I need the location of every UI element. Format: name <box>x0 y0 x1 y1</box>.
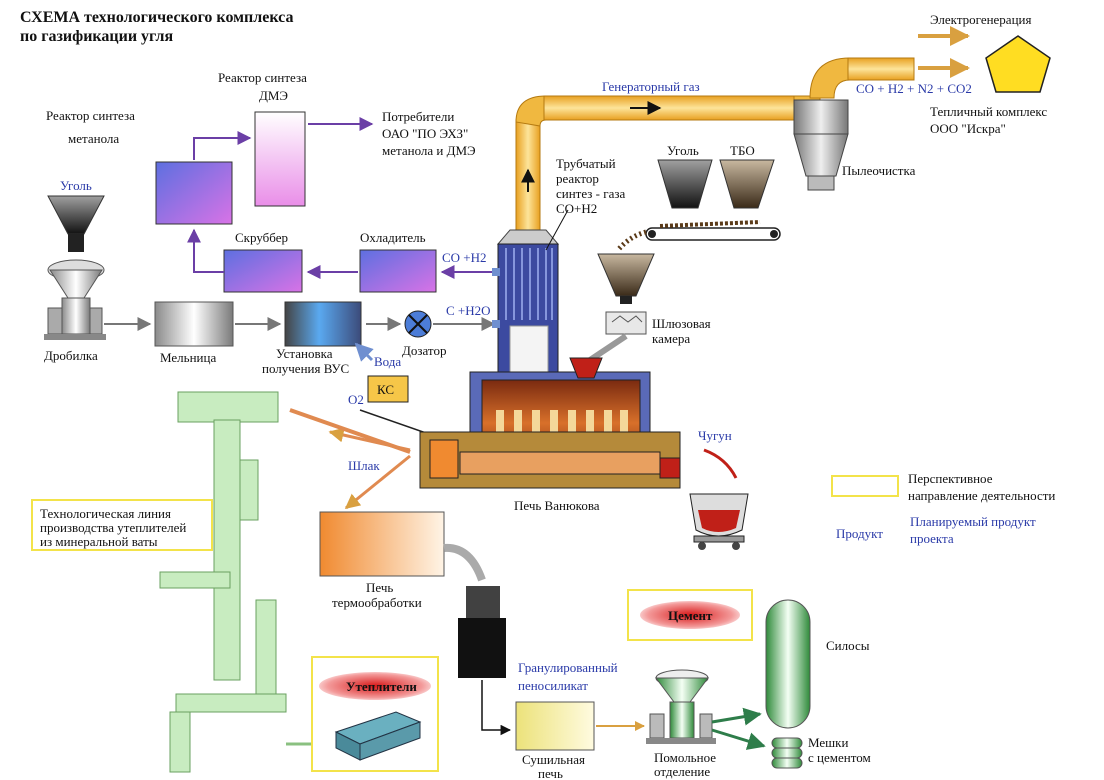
greenhouse-label-1: Тепличный комплекс <box>930 104 1047 119</box>
coal-left-label: Уголь <box>60 178 92 193</box>
insulation-badge <box>319 672 431 700</box>
legend-planned-1: Планируемый продукт <box>910 514 1036 529</box>
diagram-title-line1: СХЕМА технологического комплекса <box>20 9 293 26</box>
vus-label-2: получения ВУС <box>262 361 349 376</box>
power-gen-label: Электрогенерация <box>930 12 1031 27</box>
heat-treatment-furnace <box>319 511 445 577</box>
c-h2o-label: C +H2O <box>446 303 491 318</box>
granulated-pile <box>458 586 506 678</box>
silos <box>765 599 811 729</box>
vus-unit <box>284 301 362 347</box>
tube-reactor-label-2: реактор <box>556 171 599 186</box>
pig-iron-label: Чугун <box>698 428 732 443</box>
vanyukov-label: Печь Ванюкова <box>514 498 600 513</box>
drying-furnace <box>515 701 595 751</box>
dme-reactor <box>254 111 306 207</box>
mill-label: Мельница <box>160 350 216 365</box>
diagram-title-line2: по газификации угля <box>20 28 173 45</box>
granulated-label-1: Гранулированный <box>518 660 618 675</box>
scrubber <box>223 249 303 293</box>
legend-perspective-2: направление деятельности <box>908 488 1055 503</box>
heat-furnace-label-2: термообработки <box>332 595 422 610</box>
consumers-label-1: Потребители <box>382 109 454 124</box>
granulated-label-2: пеносиликат <box>518 678 588 693</box>
methanol-reactor-label-1: Реактор синтеза <box>46 108 135 123</box>
pig-iron-ladle <box>689 493 749 550</box>
cooler-label: Охладитель <box>360 230 426 245</box>
ks-box <box>367 375 409 403</box>
power-gen-pentagon <box>985 35 1051 93</box>
methanol-reactor <box>155 161 233 225</box>
scrubber-label: Скруббер <box>235 230 288 245</box>
tbo-label: ТБО <box>730 143 755 158</box>
vus-label-1: Установка <box>276 346 333 361</box>
tube-reactor <box>492 229 560 381</box>
tube-reactor-label-4: CO+H2 <box>556 201 597 216</box>
coal-hopper-left <box>47 195 105 252</box>
mineral-wool-label-3: из минеральной ваты <box>40 534 158 549</box>
tube-reactor-label-1: Трубчатый <box>556 156 616 171</box>
ks-label: КС <box>377 382 394 397</box>
cooler <box>359 249 437 293</box>
legend-perspective-swatch <box>831 475 899 497</box>
crusher <box>44 259 106 340</box>
mineral-wool-label-1: Технологическая линия <box>40 506 171 521</box>
o2-label: O2 <box>348 392 364 407</box>
cement-bags <box>771 737 803 769</box>
consumers-label-2: ОАО "ПО ЭХЗ" <box>382 126 468 141</box>
crusher-label: Дробилка <box>44 348 98 363</box>
mill <box>154 301 234 347</box>
greenhouse-label-2: ООО "Искра" <box>930 121 1006 136</box>
dust-cleaning-label: Пылеочистка <box>842 163 916 178</box>
co-h2-label: CO +H2 <box>442 250 487 265</box>
generator-gas-label: Генераторный газ <box>602 79 700 94</box>
dust-cleaning-cyclone <box>793 99 849 191</box>
drying-label-1: Сушильная <box>522 752 585 767</box>
tbo-hopper <box>719 159 775 209</box>
gas-mix-label: CO + H2 + N2 + CO2 <box>856 81 972 96</box>
consumers-label-3: метанола и ДМЭ <box>382 143 476 158</box>
slag-label: Шлак <box>348 458 380 473</box>
methanol-reactor-label-2: метанола <box>68 131 119 146</box>
legend-perspective-1: Перспективное <box>908 471 993 486</box>
dispenser-label: Дозатор <box>402 343 446 358</box>
lock-chamber-label-2: камера <box>652 331 690 346</box>
feed-hopper <box>597 253 655 297</box>
lock-chamber <box>605 311 647 335</box>
dme-reactor-label-1: Реактор синтеза <box>218 70 307 85</box>
cement-badge <box>640 601 740 629</box>
coal-top-label: Уголь <box>667 143 699 158</box>
conveyor <box>616 220 781 252</box>
mineral-wool-line <box>159 391 287 773</box>
grinding-label-2: отделение <box>654 764 710 779</box>
dme-reactor-label-2: ДМЭ <box>259 88 288 103</box>
silos-label: Силосы <box>826 638 870 653</box>
dispenser <box>404 310 432 338</box>
mineral-wool-label-2: производства утеплителей <box>40 520 186 535</box>
bags-label-2: с цементом <box>808 750 871 765</box>
grinding-label-1: Помольное <box>654 750 716 765</box>
water-label: Вода <box>374 354 401 369</box>
coal-hopper-top <box>657 159 713 209</box>
lock-chamber-label-1: Шлюзовая <box>652 316 711 331</box>
grinding-unit <box>646 669 716 744</box>
cement-label: Цемент <box>668 608 713 623</box>
vanyukov-furnace <box>419 357 681 489</box>
insulation-slabs <box>334 711 422 761</box>
drying-label-2: печь <box>538 766 563 780</box>
tube-reactor-label-3: синтез - газа <box>556 186 625 201</box>
insulation-label: Утеплители <box>346 679 417 694</box>
heat-furnace-label-1: Печь <box>366 580 393 595</box>
mineral-wool-box <box>31 499 213 551</box>
legend-product: Продукт <box>836 526 883 541</box>
legend-planned-2: проекта <box>910 531 954 546</box>
bags-label-1: Мешки <box>808 735 848 750</box>
